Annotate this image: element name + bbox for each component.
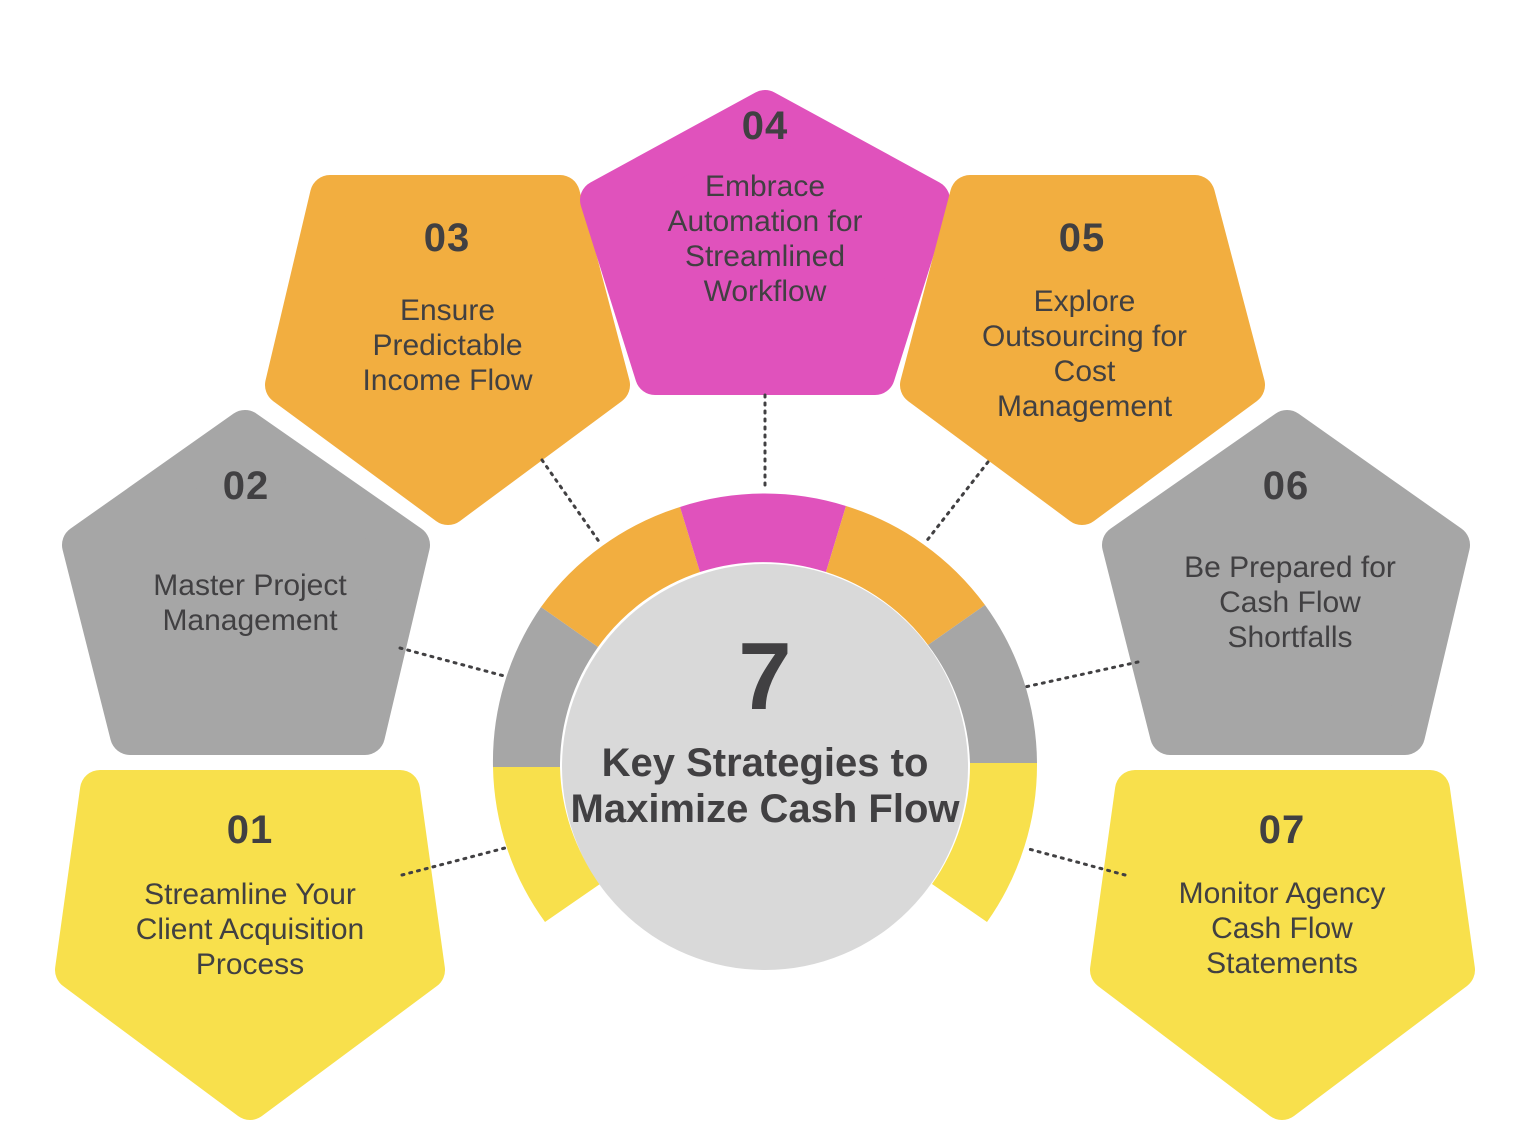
strategy-07-title: Monitor Agency Cash Flow Statements [1178, 877, 1386, 980]
connector-01 [400, 846, 507, 877]
center-title: Key Strategies to Maximize Cash Flow [570, 741, 960, 831]
strategy-01-title: Streamline Your Client Acquisition Proce… [135, 878, 365, 981]
progress-ring [492, 493, 1038, 922]
ring-segment-03 [541, 507, 700, 647]
pentagon-07 [1090, 770, 1475, 1120]
connector-07 [1023, 846, 1127, 877]
strategy-03-number: 03 [423, 216, 471, 260]
ring-segment-06 [928, 605, 1037, 763]
pentagon-02 [62, 410, 430, 755]
pentagon-06 [1102, 410, 1470, 755]
strategy-02-number: 02 [222, 464, 270, 508]
strategy-04-number: 04 [741, 104, 789, 148]
connector-05 [923, 460, 990, 545]
strategy-04-title: Embrace Automation for Streamlined Workf… [667, 170, 863, 308]
strategy-06-number: 06 [1262, 464, 1310, 508]
strategy-07-number: 07 [1258, 808, 1306, 852]
ring-segment-04 [680, 493, 846, 572]
pentagon-01 [55, 770, 445, 1120]
pentagon-03 [265, 175, 630, 525]
strategy-05-title: Explore Outsourcing for Cost Management [981, 285, 1188, 423]
center-circle [562, 564, 968, 970]
pentagon-04 [580, 90, 950, 395]
connector-06 [1023, 660, 1140, 689]
center-number: 7 [738, 623, 792, 730]
strategy-03-title: Ensure Predictable Income Flow [362, 294, 533, 397]
strategy-01-number: 01 [226, 808, 274, 852]
strategy-05-number: 05 [1058, 216, 1106, 260]
connector-03 [540, 458, 602, 545]
ring-segment-07 [932, 763, 1038, 922]
strategy-02-title: Master Project Management [153, 569, 347, 637]
connector-02 [398, 646, 510, 679]
pentagon-05 [900, 175, 1265, 525]
ring-segment-05 [826, 506, 985, 645]
strategy-06-title: Be Prepared for Cash Flow Shortfalls [1184, 551, 1396, 654]
ring-segment-02 [492, 607, 598, 767]
ring-segment-01 [493, 767, 600, 922]
